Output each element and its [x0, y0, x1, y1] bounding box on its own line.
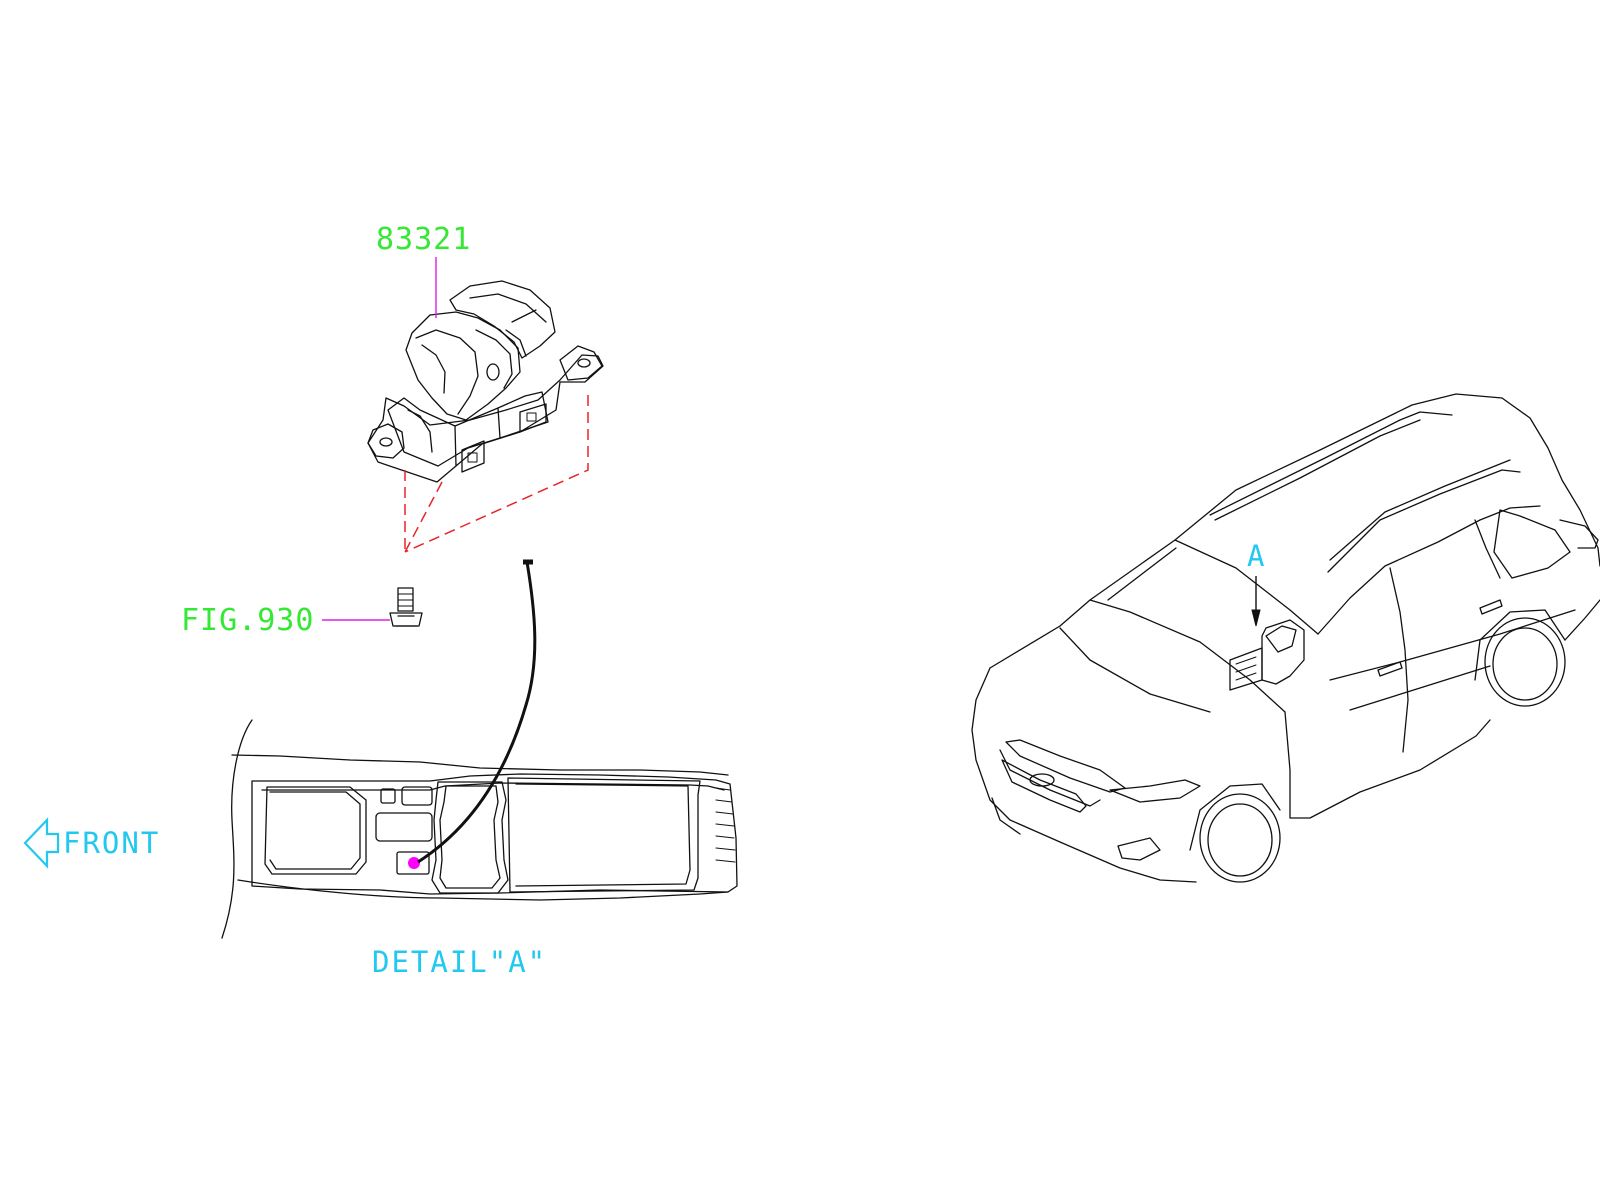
part-number-label: 83321: [376, 222, 471, 257]
fig-reference-label: FIG.930: [181, 603, 314, 638]
front-indicator-label: FRONT: [63, 826, 160, 860]
screw-drawing: [389, 587, 423, 627]
detail-pointer-curve: [417, 561, 537, 864]
view-arrow-icon: [1251, 576, 1261, 627]
vehicle-drawing: [971, 393, 1600, 883]
front-arrow-icon: [23, 817, 60, 869]
center-console-drawing: [221, 719, 738, 939]
assembly-hidden-lines: [404, 395, 589, 553]
switch-assembly-drawing: [367, 280, 604, 483]
view-marker-label: A: [1247, 539, 1266, 573]
switch-location-marker: [408, 857, 420, 869]
switch-location-slot: [396, 851, 430, 875]
detail-caption: DETAIL"A": [372, 945, 547, 979]
